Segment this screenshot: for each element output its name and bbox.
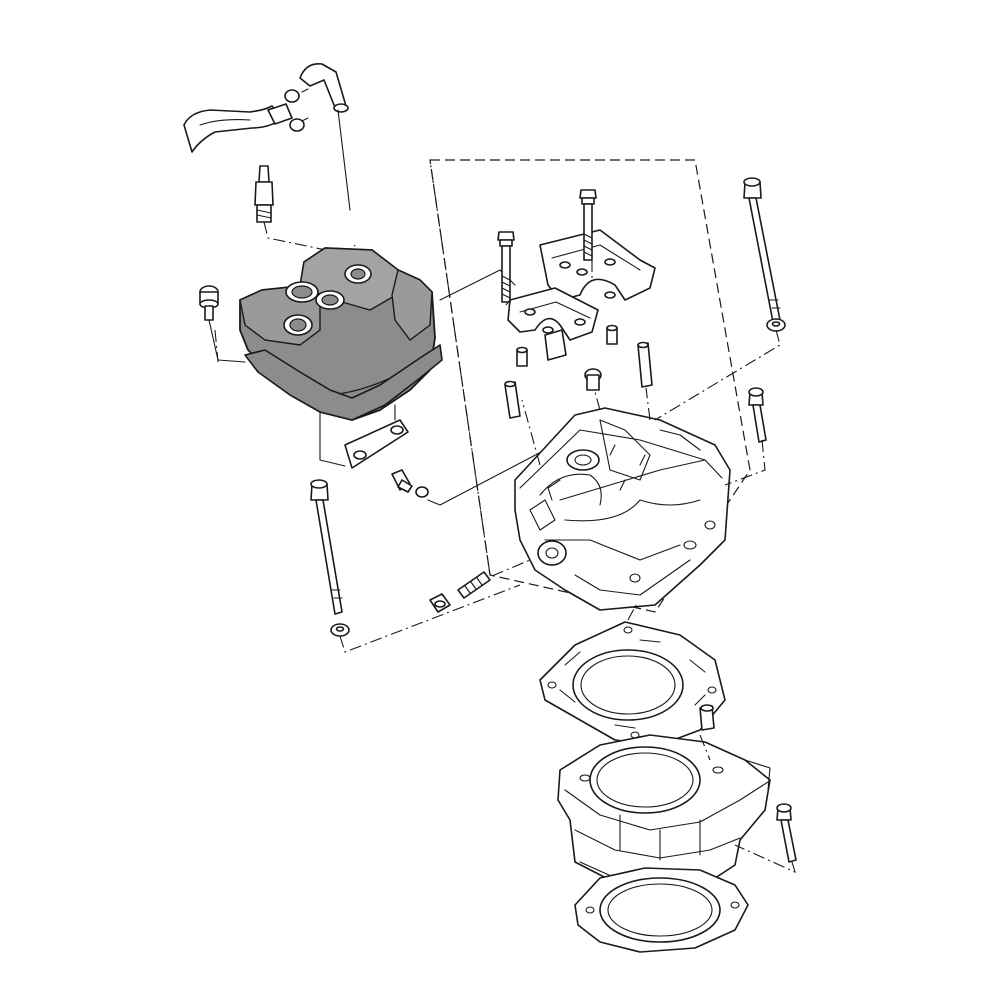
bracket-icon [319, 404, 409, 469]
dowel-pin-icon [504, 324, 653, 419]
bolt-icon [734, 803, 797, 873]
gasket-icon [244, 344, 443, 421]
bolt-icon [199, 285, 246, 363]
stud-icon [429, 559, 531, 613]
gasket-icon [539, 621, 726, 746]
spark-plug-icon [254, 165, 356, 256]
assembly-centerlines [214, 260, 711, 761]
breather-hose-icon [183, 62, 351, 211]
hose-clamp-icon [284, 88, 309, 132]
cam-cap-icon [439, 229, 656, 361]
gasket-icon [574, 867, 749, 953]
cylinder-icon [557, 704, 771, 891]
stud-bolt-icon [310, 177, 786, 653]
cylinder-head-icon [514, 407, 731, 611]
